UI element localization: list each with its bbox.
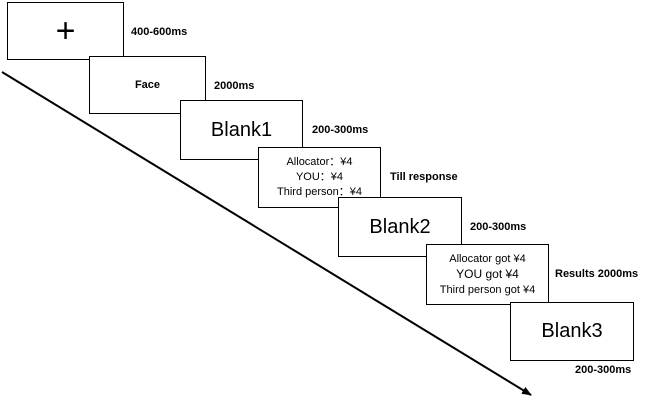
- results-third-person: Third person got ¥4: [439, 283, 536, 296]
- blank3-duration: 200-300ms: [575, 364, 632, 376]
- blank2-label: Blank2: [369, 215, 431, 238]
- offer-you: YOU：¥4: [295, 171, 344, 184]
- fixation-duration: 400-600ms: [131, 26, 188, 38]
- results-duration: Results 2000ms: [555, 268, 639, 280]
- fixation-cross: +: [55, 12, 76, 50]
- blank1-label: Blank1: [210, 118, 273, 141]
- blank3-frame: Blank3: [510, 302, 634, 361]
- results-allocator: Allocator got ¥4: [449, 252, 526, 265]
- blank3-label: Blank3: [541, 320, 603, 342]
- blank1-duration: 200-300ms: [312, 124, 369, 136]
- offer-third-person: Third person：¥4: [277, 185, 362, 198]
- results-frame: Allocator got ¥4 YOU got ¥4 Third person…: [426, 244, 549, 305]
- offer-frame: Allocator：¥4 YOU：¥4 Third person：¥4: [258, 147, 381, 208]
- face-label: Face: [134, 78, 161, 91]
- results-you: YOU got ¥4: [456, 267, 519, 282]
- blank2-duration: 200-300ms: [470, 221, 527, 233]
- offer-duration: Till response: [390, 171, 458, 183]
- face-duration: 2000ms: [214, 80, 255, 92]
- fixation-frame: +: [7, 2, 124, 60]
- offer-allocator: Allocator：¥4: [286, 156, 353, 169]
